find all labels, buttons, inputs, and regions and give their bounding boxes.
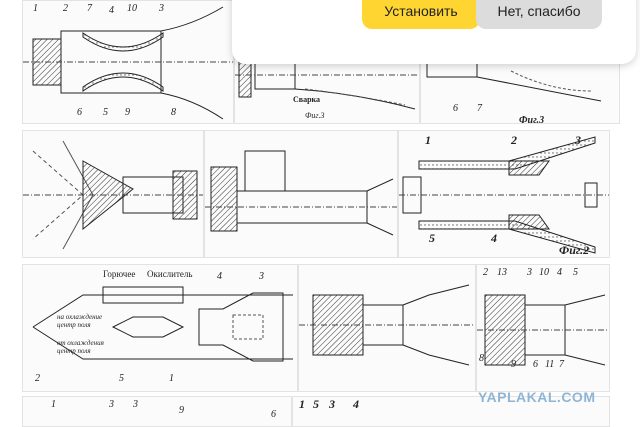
label: 10 [127,3,137,14]
drawing-tile-7[interactable]: Горючее Окислитель на охлаждение центр п… [22,264,298,392]
label: 3 [259,271,264,282]
decline-button[interactable]: Нет, спасибо [476,0,602,29]
label: 8 [171,107,176,118]
cooling-note: центр поля [57,321,91,329]
label: 7 [87,3,92,14]
label: 13 [497,267,507,278]
drawing-tile-9[interactable]: 2 13 3 10 4 5 8 9 6 11 7 [476,264,610,392]
cooling-note: от охлаждения [57,339,104,347]
engine-drawing-5 [205,150,397,236]
drawing-tile-5[interactable] [204,130,398,258]
site-watermark: YAPLAKAL.COM [478,389,596,405]
drawing-tile-10[interactable]: 1 3 3 9 6 [22,396,292,427]
label: 1 [425,133,431,147]
figure-caption: Фиг.3 [519,115,545,124]
label: 6 [271,409,276,420]
label: 4 [557,267,562,278]
engine-drawing-9 [477,294,609,366]
label: 8 [479,353,484,364]
cooling-note: центр поля [57,347,91,355]
label: 5 [429,231,435,245]
label: 6 [533,359,538,370]
engine-drawing-8 [299,284,475,366]
label: 2 [483,267,488,278]
label: 1 [51,399,56,410]
label: 2 [63,3,68,14]
label: 2 [511,133,517,147]
label: 10 [539,267,549,278]
nozzle-drawing-2 [235,40,419,110]
label: 3 [159,3,164,14]
label: 7 [477,103,482,114]
label: 3 [109,399,114,410]
drawing-tile-8[interactable] [298,264,476,392]
nozzle-drawing-4 [23,140,203,250]
label: 5 [119,373,124,384]
install-button[interactable]: Установить [362,0,480,29]
drawing-tile-11[interactable]: 1 5 3 4 [292,396,610,427]
label: 1 [33,3,38,14]
label: 3 [527,267,532,278]
oxidizer-label: Окислитель [147,269,193,279]
drawing-tile-6[interactable]: 1 2 3 5 4 Фиг.2 [398,130,610,258]
label: 11 [545,359,555,370]
drawing-tile-1[interactable]: 1 2 7 4 10 3 6 5 9 8 [22,0,234,124]
label: 9 [179,405,184,416]
label: 3 [133,399,138,410]
label: 3 [329,397,335,411]
engine-diagram-7 [32,286,293,362]
label: 9 [511,359,516,370]
label: 2 [35,373,40,384]
label: 3 [575,133,581,147]
label: 7 [559,359,564,370]
cooling-note: на охлаждение [57,313,103,321]
label: 1 [299,397,305,411]
label: 4 [217,271,222,282]
label: 6 [453,103,458,114]
label: 1 [169,373,174,384]
label: 5 [313,397,319,411]
label: 4 [109,5,114,16]
weld-label: Сварка [293,95,321,104]
figure-caption: Фиг.2 [559,243,590,257]
label: 6 [77,107,82,118]
label: 5 [103,107,108,118]
label: 5 [573,267,578,278]
fuel-label: Горючее [103,269,136,279]
install-prompt: Установить Нет, спасибо [232,0,636,64]
drawing-tile-4[interactable] [22,130,204,258]
label: 9 [125,107,130,118]
label: 4 [353,397,359,411]
figure-caption: Фиг.3 [305,111,325,120]
label: 4 [491,231,497,245]
nozzle-drawing-1 [23,6,233,120]
nozzle-drawing-6 [399,136,609,254]
